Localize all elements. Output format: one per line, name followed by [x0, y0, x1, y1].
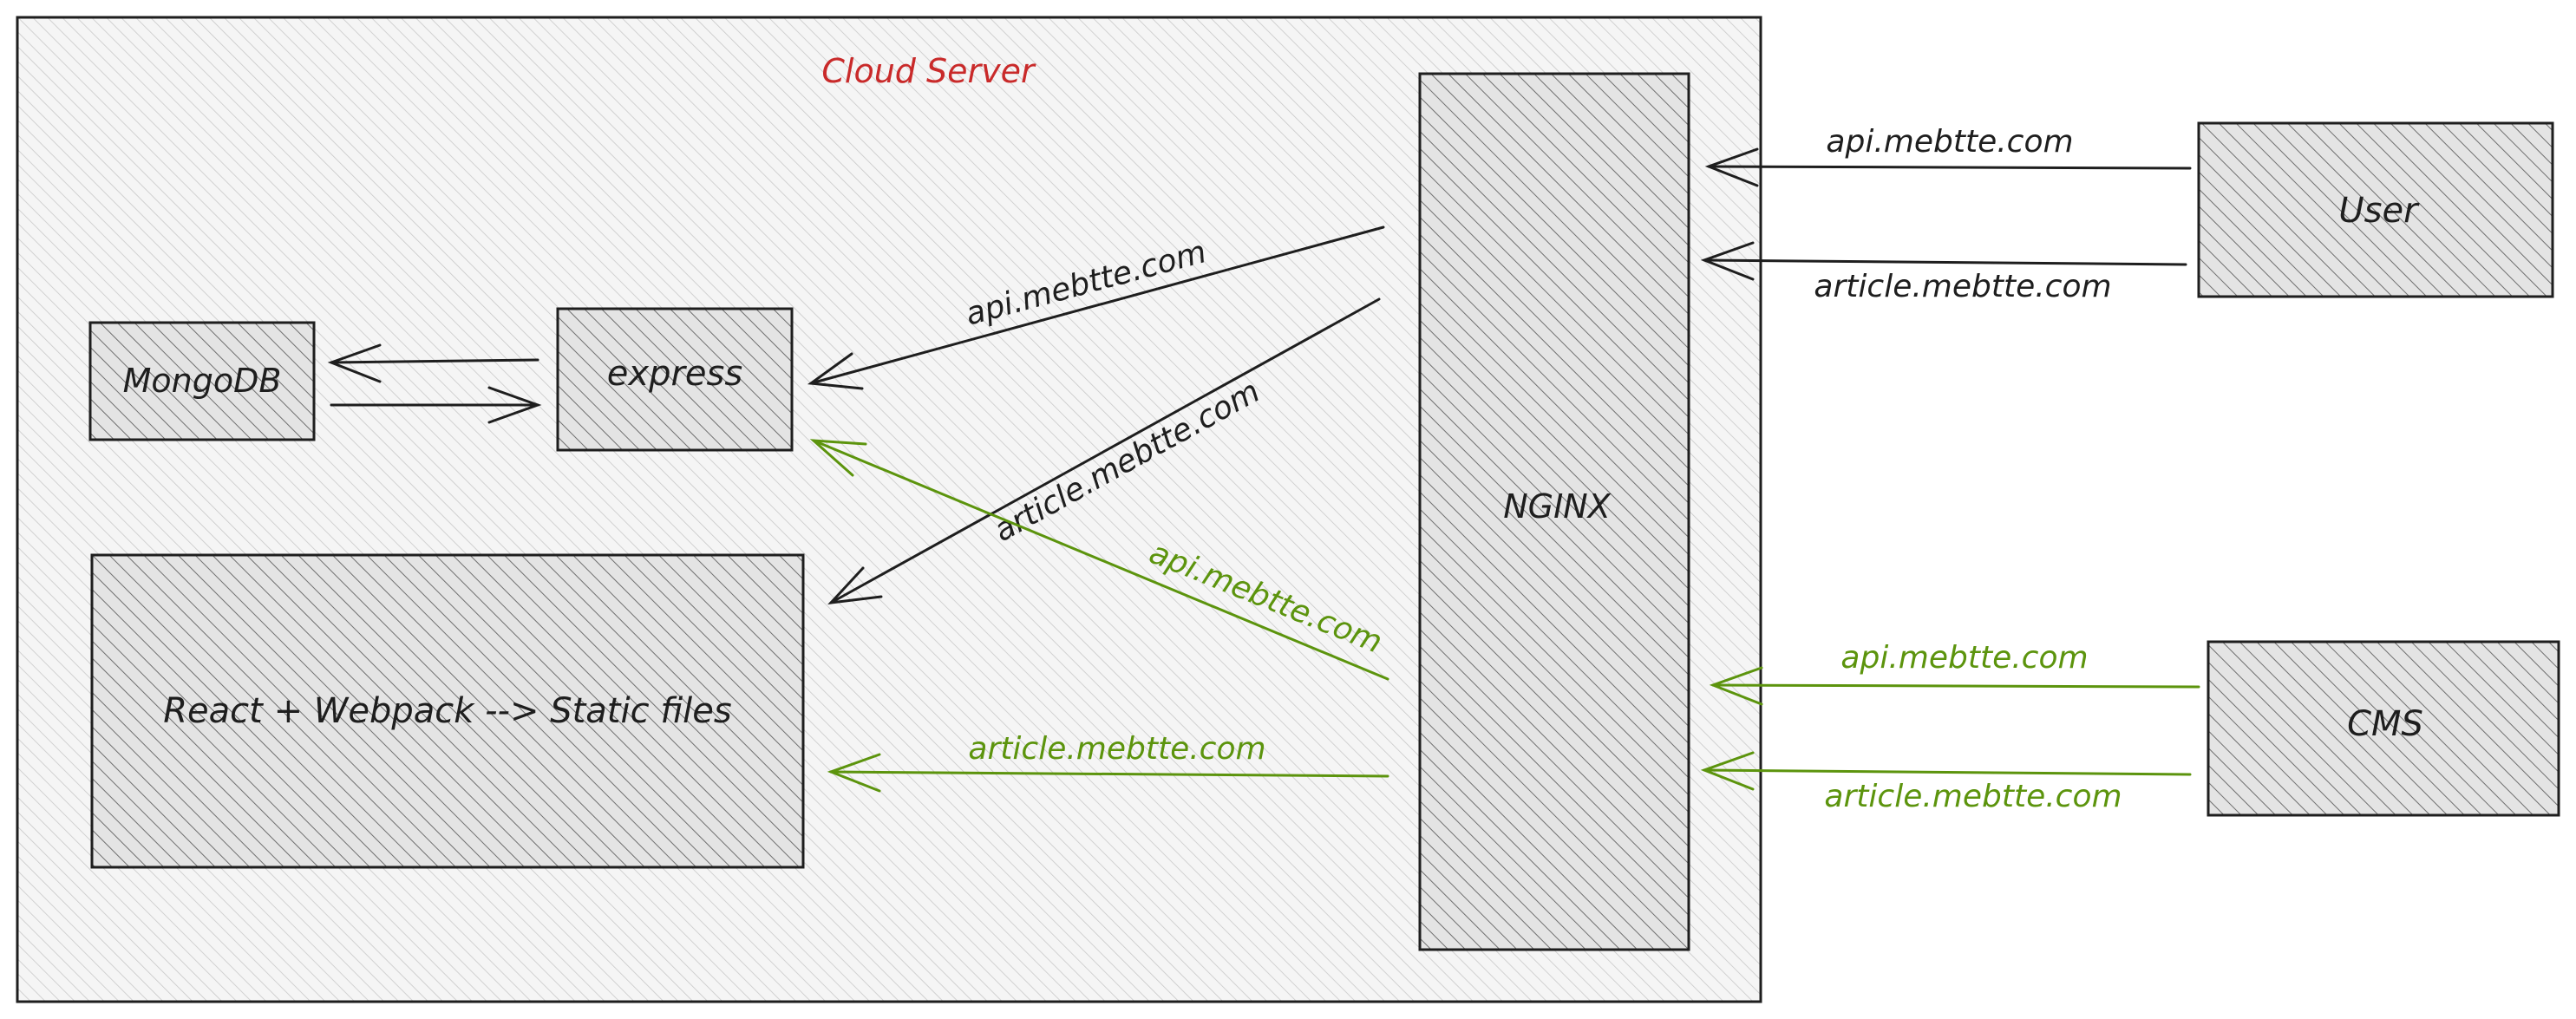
express-label: express	[607, 354, 742, 394]
react-static-node: React + Webpack --> Static files	[90, 553, 805, 869]
express-node: express	[556, 307, 794, 452]
user-to-nginx-arrows	[1700, 147, 2192, 281]
nginx-to-express-black-arrow	[807, 225, 1385, 390]
nginx-to-react-black-arrow	[827, 297, 1381, 604]
user-api-edge-label: api.mebtte.com	[1826, 124, 2073, 160]
cms-label: CMS	[2347, 704, 2423, 744]
react-static-label: React + Webpack --> Static files	[163, 691, 731, 731]
cms-api-edge-label: api.mebtte.com	[1840, 640, 2088, 676]
cms-article-edge-label: article.mebtte.com	[1824, 779, 2122, 814]
nginx-react-green-edge-label: article.mebtte.com	[968, 731, 1265, 767]
nginx-node: NGINX	[1418, 72, 1690, 951]
cms-node: CMS	[2207, 640, 2560, 817]
mongodb-label: MongoDB	[123, 362, 282, 400]
nginx-label: NGINX	[1503, 487, 1612, 526]
nginx-to-react-green-arrow	[827, 753, 1389, 793]
nginx-to-express-green-arrow	[809, 439, 1389, 681]
user-label: User	[2338, 191, 2420, 231]
user-node: User	[2197, 121, 2554, 298]
user-article-edge-label: article.mebtte.com	[1814, 269, 2111, 304]
mongodb-node: MongoDB	[88, 321, 316, 441]
mongodb-express-arrows	[327, 343, 542, 424]
cms-to-nginx-arrows	[1700, 666, 2200, 791]
cloud-server-title: Cloud Server	[821, 52, 1036, 90]
